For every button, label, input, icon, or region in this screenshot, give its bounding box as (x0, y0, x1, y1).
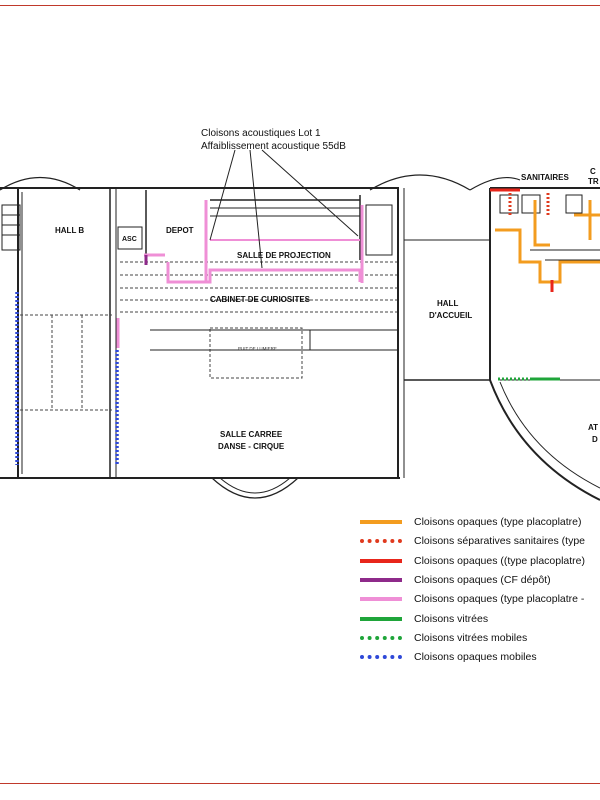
annotation-line-1: Cloisons acoustiques Lot 1 (201, 128, 321, 139)
legend-swatch (360, 636, 402, 640)
arch-center (369, 174, 471, 191)
legend-label: Cloisons opaques mobiles (414, 651, 537, 663)
legend-label: Cloisons opaques (CF dépôt) (414, 574, 551, 586)
legend-label: Cloisons vitrées (414, 613, 489, 625)
label-salle-projection: SALLE DE PROJECTION (237, 251, 331, 260)
legend-item: Cloisons vitrées (360, 611, 488, 627)
legend-item: Cloisons vitrées mobiles (360, 630, 527, 646)
legend-swatch (360, 597, 402, 601)
legend-swatch (360, 559, 402, 563)
label-sanitaires: SANITAIRES (521, 173, 570, 182)
label-right-mid-1: AT (588, 423, 598, 432)
curved-wing-outer (489, 379, 600, 501)
legend-label: Cloisons opaques (type placoplatre - (414, 593, 585, 605)
arch-right (469, 177, 521, 191)
legend-item: Cloisons opaques ((type placoplatre) (360, 553, 585, 569)
label-depot: DEPOT (166, 226, 194, 235)
label-puit-de-lumiere: PUIT DE LUMIERE (238, 346, 277, 351)
orange-sanitaires-wall (495, 228, 600, 284)
legend-item: Cloisons opaques (type placoplatre - (360, 591, 584, 607)
light-well (209, 327, 303, 379)
label-hall-accueil-1: HALL (437, 299, 458, 308)
legend-swatch (360, 617, 402, 621)
label-asc: ASC (122, 236, 137, 243)
label-right-top-1: C (590, 167, 596, 176)
legend-item: Cloisons opaques (CF dépôt) (360, 572, 551, 588)
legend-item: Cloisons opaques (type placoplatre) (360, 514, 582, 530)
legend-label: Cloisons opaques (type placoplatre) (414, 516, 582, 528)
label-hall-b: HALL B (55, 226, 84, 235)
salle-carree-bay (211, 477, 299, 499)
annotation-line-2: Affaiblissement acoustique 55dB (201, 141, 346, 152)
legend-item: Cloisons opaques mobiles (360, 649, 537, 665)
stair-left (1, 204, 21, 251)
label-right-top-2: TR (588, 177, 599, 186)
label-cabinet: CABINET DE CURIOSITES (210, 295, 311, 304)
label-salle-carree-2: DANSE - CIRQUE (218, 442, 285, 451)
label-salle-carree-1: SALLE CARREE (220, 430, 283, 439)
legend-label: Cloisons séparatives sanitaires (type (414, 535, 585, 547)
legend-label: Cloisons vitrées mobiles (414, 632, 528, 644)
top-border-line (0, 5, 600, 6)
floor-plan-drawing: Cloisons acoustiques Lot 1 Affaiblisseme… (0, 128, 600, 501)
elevator-shaft (117, 226, 143, 250)
legend-swatch (360, 578, 402, 582)
legend-swatch (360, 520, 402, 524)
legend-swatch (360, 539, 402, 543)
label-right-mid-2: D (592, 435, 598, 444)
bottom-border-line (0, 783, 600, 784)
arch-left (0, 176, 81, 191)
legend-swatch (360, 655, 402, 659)
legend-item: Cloisons séparatives sanitaires (type (360, 533, 585, 549)
side-room (365, 204, 393, 256)
pink-projection-wall (166, 262, 362, 284)
label-hall-accueil-2: D'ACCUEIL (429, 311, 472, 320)
legend-label: Cloisons opaques ((type placoplatre) (414, 555, 586, 567)
